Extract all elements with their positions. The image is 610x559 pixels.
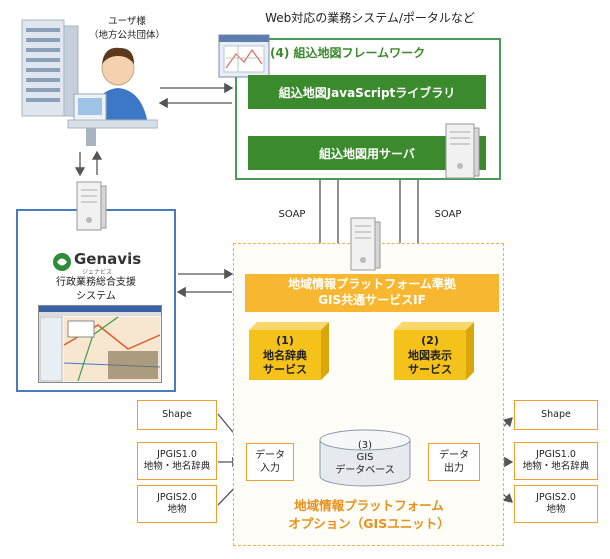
gis-common-if-box: 地域情報プラットフォーム準拠 GIS共通サービスIF (245, 274, 499, 312)
option-title-line2: オプション（GISユニット） (288, 516, 450, 531)
diagram-title: Web対応の業務システム/ポータルなど (265, 11, 475, 25)
output-item-line1: JPGIS2.0 (536, 491, 576, 503)
data-input-box: データ 入力 (246, 443, 294, 481)
soap-label-left: SOAP (278, 209, 306, 220)
genavis-screenshot-image (38, 305, 162, 383)
output-item-line2: 地物 (546, 504, 566, 515)
db-line2: データベース (335, 465, 395, 476)
output-item-line1: JPGIS1.0 (536, 448, 576, 460)
input-item: Shape (137, 400, 217, 430)
output-line2: 出力 (444, 463, 464, 474)
db-line1: GIS (356, 452, 374, 463)
data-output-box: データ 出力 (428, 443, 480, 481)
if-line1: 地域情報プラットフォーム準拠 (288, 277, 456, 291)
svc1-line1: 地名辞典 (263, 349, 307, 362)
output-item: Shape (514, 400, 598, 430)
genavis-logo-sub: ジェナビス (82, 269, 113, 276)
svc2-line1: 地図表示 (408, 349, 452, 362)
genavis-logo-icon (53, 253, 71, 271)
if-line2: GIS共通サービスIF (318, 293, 426, 308)
user-label: ユーザ様 (108, 16, 146, 27)
svc2-num: (2) (421, 334, 439, 347)
genavis-desc-line2: システム (76, 291, 116, 302)
input-item: JPGIS1.0 地物・地名辞典 (137, 442, 217, 480)
framework-title: (4) 組込地図フレームワーク (270, 46, 426, 60)
building-user-icon (21, 19, 158, 146)
svc2-line2: サービス (408, 363, 452, 376)
option-title-line1: 地域情報プラットフォーム (294, 498, 444, 513)
server-icon (445, 123, 480, 179)
genavis-logo-text: Genavis (74, 250, 142, 268)
svc1-line2: サービス (263, 363, 307, 376)
genavis-server-icon (76, 181, 107, 231)
gis-database-cylinder (319, 429, 411, 487)
db-num: (3) (357, 440, 373, 451)
input-item-line1: JPGIS2.0 (157, 491, 197, 503)
gazetteer-service-box (249, 322, 329, 380)
js-library-box: 組込地図JavaScriptライブラリ (248, 75, 486, 109)
output-item-line1: Shape (541, 408, 571, 420)
output-item: JPGIS2.0 地物 (514, 485, 598, 523)
soap-label-right: SOAP (434, 209, 462, 220)
genavis-desc-line1: 行政業務総合支援 (56, 277, 136, 288)
input-item-line2: 地物・地名辞典 (143, 461, 211, 472)
output-line1: データ (439, 450, 469, 461)
output-item: JPGIS1.0 地物・地名辞典 (514, 442, 598, 480)
input-line2: 入力 (260, 463, 280, 474)
user-sublabel: （地方公共団体） (88, 30, 165, 41)
input-item: JPGIS2.0 地物 (137, 485, 217, 523)
input-item-line2: 地物 (167, 504, 187, 515)
platform-server-icon (350, 217, 381, 271)
svc1-num: (1) (276, 334, 294, 347)
input-item-line1: Shape (162, 408, 192, 420)
map-display-service-box (394, 322, 474, 380)
input-line1: データ (255, 450, 285, 461)
browser-window-icon (218, 34, 270, 78)
output-item-line2: 地物・地名辞典 (522, 461, 590, 472)
input-item-line1: JPGIS1.0 (157, 448, 197, 460)
